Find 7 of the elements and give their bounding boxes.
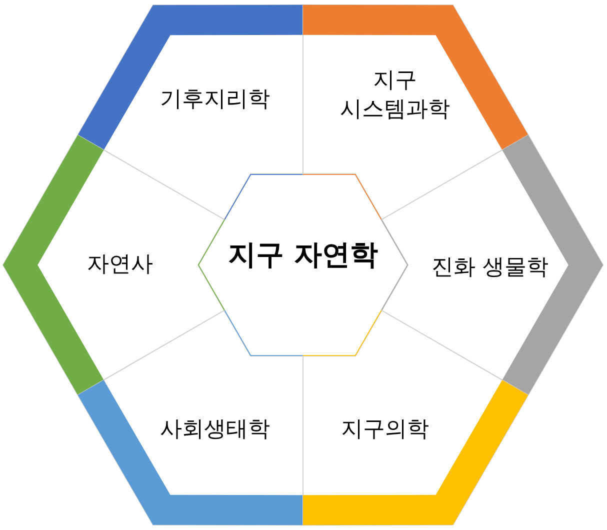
segment-label: 지구의학 <box>341 416 429 444</box>
segment-label: 기후지리학 <box>160 86 270 114</box>
segment-label: 지구 자연학 <box>228 238 378 272</box>
segment-label: 사회생태학 <box>160 416 270 444</box>
segment-label: 진화 생물학 <box>432 254 548 282</box>
segment-label: 지구 시스템과학 <box>339 67 451 124</box>
segment-label: 자연사 <box>87 250 153 279</box>
